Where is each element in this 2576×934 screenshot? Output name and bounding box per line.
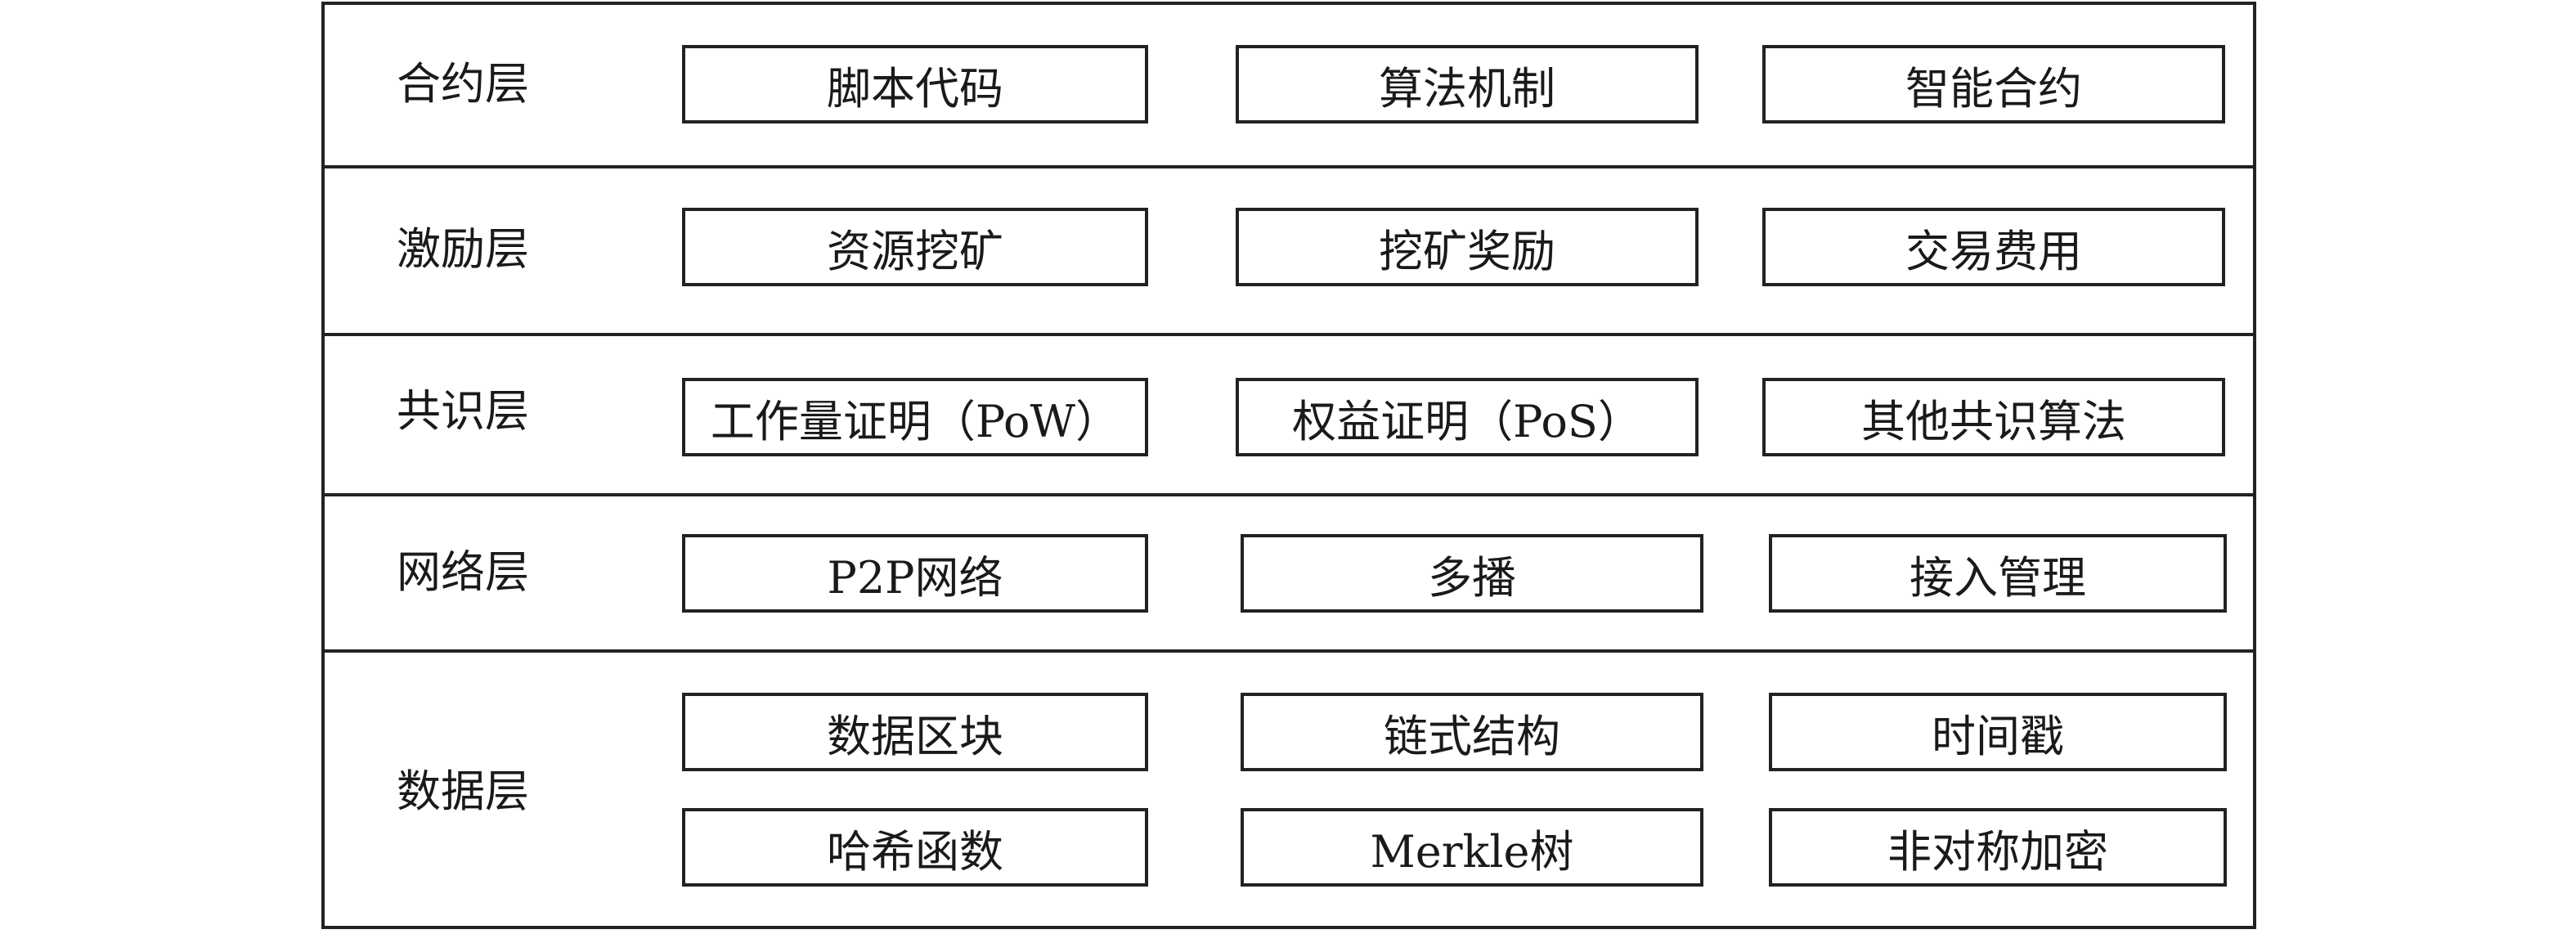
item-data-block: 数据区块: [682, 693, 1148, 771]
item-access-management: 接入管理: [1769, 534, 2227, 613]
item-smart-contract: 智能合约: [1762, 45, 2225, 123]
item-resource-mining: 资源挖矿: [682, 208, 1148, 286]
item-script-code: 脚本代码: [682, 45, 1148, 123]
layer-label-network: 网络层: [397, 546, 529, 598]
item-proof-of-stake: 权益证明（PoS）: [1236, 378, 1699, 456]
item-proof-of-work: 工作量证明（PoW）: [682, 378, 1148, 456]
item-asymmetric-encryption: 非对称加密: [1769, 808, 2227, 887]
item-merkle-tree: Merkle树: [1241, 808, 1703, 887]
item-multicast: 多播: [1241, 534, 1703, 613]
item-other-consensus: 其他共识算法: [1762, 378, 2225, 456]
layer-consensus: 共识层 工作量证明（PoW） 权益证明（PoS） 其他共识算法: [325, 336, 2253, 496]
item-hash-function: 哈希函数: [682, 808, 1148, 887]
item-algorithm-mechanism: 算法机制: [1236, 45, 1699, 123]
item-timestamp: 时间戳: [1769, 693, 2227, 771]
layer-label-data: 数据层: [397, 766, 529, 817]
blockchain-architecture-diagram: 合约层 脚本代码 算法机制 智能合约 激励层 资源挖矿 挖矿奖励 交易费用 共识…: [321, 2, 2256, 929]
item-chain-structure: 链式结构: [1241, 693, 1703, 771]
layer-label-consensus: 共识层: [397, 385, 529, 437]
item-mining-reward: 挖矿奖励: [1236, 208, 1699, 286]
layer-network: 网络层 P2P网络 多播 接入管理: [325, 496, 2253, 653]
layer-contract: 合约层 脚本代码 算法机制 智能合约: [325, 5, 2253, 168]
layer-label-contract: 合约层: [397, 58, 529, 110]
layer-incentive: 激励层 资源挖矿 挖矿奖励 交易费用: [325, 168, 2253, 336]
layer-data: 数据层 数据区块 链式结构 时间戳 哈希函数 Merkle树 非对称加密: [325, 653, 2253, 926]
layer-label-incentive: 激励层: [397, 223, 529, 275]
item-p2p-network: P2P网络: [682, 534, 1148, 613]
item-transaction-fee: 交易费用: [1762, 208, 2225, 286]
